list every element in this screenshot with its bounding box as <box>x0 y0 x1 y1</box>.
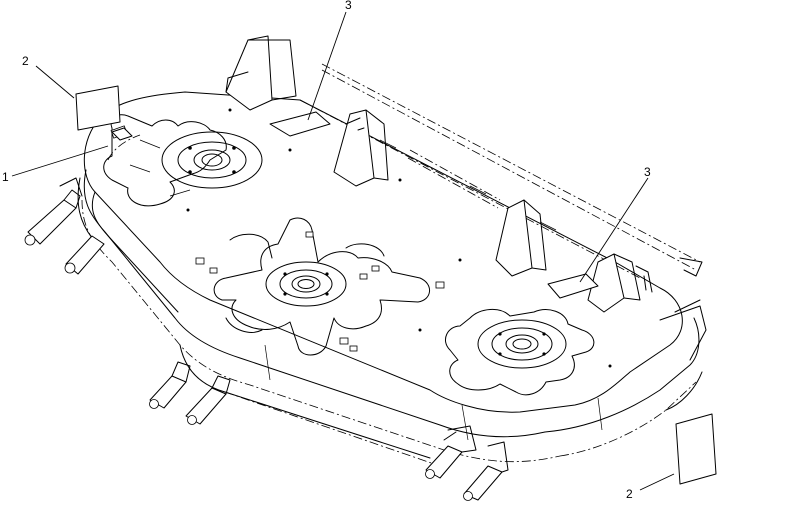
callout-2-bottom: 2 <box>626 487 633 501</box>
callout-1: 1 <box>2 170 9 184</box>
spindle-left <box>103 114 263 207</box>
left-arms <box>24 177 105 275</box>
spindle-right <box>445 309 595 396</box>
decal-1 <box>111 127 133 141</box>
callout-3-right: 3 <box>644 165 651 179</box>
spindle-center <box>213 217 445 356</box>
rear-brackets <box>225 35 653 313</box>
leader-lines <box>11 11 675 491</box>
decal-2-top <box>75 85 121 131</box>
callout-2-top: 2 <box>22 54 29 68</box>
front-arms <box>149 361 509 501</box>
callout-3-top: 3 <box>345 0 352 12</box>
deck-holes <box>186 108 612 368</box>
decal-2-bottom <box>675 413 717 485</box>
